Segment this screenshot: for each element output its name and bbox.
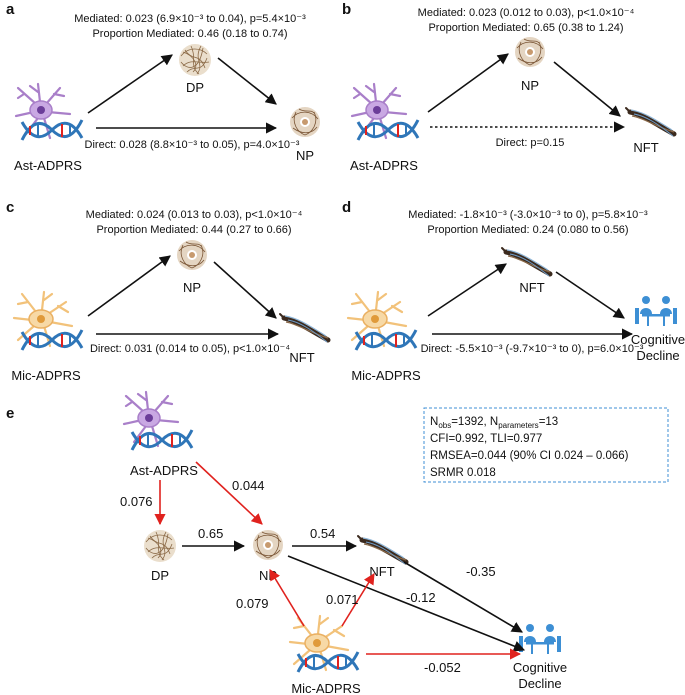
path-mic-to-nft [341, 573, 375, 627]
panel-d-outcome-line2: Decline [636, 348, 679, 363]
tangle-icon [502, 248, 550, 276]
dna-icon [20, 118, 84, 142]
sem-node-np: NP [259, 568, 277, 583]
sem-node-ast: Ast-ADPRS [130, 463, 198, 478]
panel-d-mediator: NFT [519, 280, 544, 295]
people-table-icon [634, 295, 678, 327]
panel-c-mediated: Mediated: 0.024 (0.013 to 0.03), p<1.0×1… [86, 209, 303, 221]
panel-d-mediated: Mediated: -1.8×10⁻³ (-3.0×10⁻³ to 0), p=… [408, 209, 648, 221]
neuritic-plaque-icon [514, 36, 546, 68]
coef-np-cog: -0.12 [406, 590, 436, 605]
sem-node-nft: NFT [369, 564, 394, 579]
sem-node-dp: DP [151, 568, 169, 583]
dna-icon [356, 118, 420, 142]
panel-c-outcome: NFT [289, 350, 314, 365]
panel-b-mediated: Mediated: 0.023 (0.012 to 0.03), p<1.0×1… [418, 7, 635, 19]
arrow-mic-to-nft [427, 263, 507, 317]
arrow-np-to-nft [553, 61, 621, 117]
coef-dp-np: 0.65 [198, 526, 223, 541]
panel-d-exposure: Mic-ADPRS [351, 368, 421, 383]
coef-np-nft: 0.54 [310, 526, 335, 541]
panel-a: a Mediated: 0.023 (6.9×10⁻³ to 0.04), p=… [6, 1, 321, 173]
dna-icon [354, 328, 418, 352]
arrow-ast-to-np [427, 53, 509, 113]
sem-node-mic: Mic-ADPRS [291, 681, 361, 695]
arrow-ast-to-dp [87, 54, 173, 114]
coef-nft-cog: -0.35 [466, 564, 496, 579]
microglia-neuron-icon [288, 614, 350, 672]
panel-b-proportion: Proportion Mediated: 0.65 (0.38 to 1.24) [428, 22, 623, 34]
astrocyte-neuron-icon [122, 390, 180, 448]
microglia-neuron-icon [12, 290, 74, 348]
tangle-icon [358, 536, 406, 564]
coef-mic-cog: -0.052 [424, 660, 461, 675]
panel-b-letter: b [342, 1, 351, 18]
panel-c-exposure: Mic-ADPRS [11, 368, 81, 383]
coef-mic-np: 0.079 [236, 596, 269, 611]
neuritic-plaque-icon [252, 529, 284, 561]
panel-d-letter: d [342, 199, 351, 216]
tangle-icon [626, 108, 674, 136]
arrow-mic-to-np [87, 255, 171, 317]
panel-c-direct: Direct: 0.031 (0.014 to 0.05), p<1.0×10⁻… [90, 343, 290, 355]
panel-b-mediator: NP [521, 78, 539, 93]
fit-srmr: SRMR 0.018 [430, 467, 496, 479]
panel-d: d Mediated: -1.8×10⁻³ (-3.0×10⁻³ to 0), … [342, 199, 685, 383]
microglia-neuron-icon [346, 290, 408, 348]
fit-nobs: Nobs=1392, Nparameters=13 [430, 416, 558, 430]
diffuse-plaque-icon [178, 43, 212, 77]
panel-a-exposure: Ast-ADPRS [14, 158, 82, 173]
panel-a-mediated: Mediated: 0.023 (6.9×10⁻³ to 0.04), p=5.… [74, 13, 306, 25]
arrow-nft-to-cog [555, 271, 625, 319]
diffuse-plaque-icon [143, 529, 177, 563]
path-mic-to-np [269, 569, 305, 627]
sem-node-cog-line2: Decline [518, 676, 561, 691]
panel-b: b Mediated: 0.023 (0.012 to 0.03), p<1.0… [342, 1, 674, 173]
panel-d-proportion: Proportion Mediated: 0.24 (0.080 to 0.56… [427, 224, 628, 236]
panel-b-exposure: Ast-ADPRS [350, 158, 418, 173]
panel-d-outcome-line1: Cognitive [631, 332, 685, 347]
neuritic-plaque-icon [176, 239, 208, 271]
panel-a-direct: Direct: 0.028 (8.8×10⁻³ to 0.05), p=4.0×… [85, 139, 300, 151]
panel-a-outcome: NP [296, 148, 314, 163]
panel-a-proportion: Proportion Mediated: 0.46 (0.18 to 0.74) [92, 28, 287, 40]
panel-b-direct: Direct: p=0.15 [496, 137, 565, 149]
panel-c: c Mediated: 0.024 (0.013 to 0.03), p<1.0… [6, 199, 328, 383]
fit-cfi-tli: CFI=0.992, TLI=0.977 [430, 433, 542, 445]
dna-icon [296, 650, 360, 674]
arrow-np-to-nft [213, 261, 277, 319]
panel-b-outcome: NFT [633, 140, 658, 155]
coef-ast-np: 0.044 [232, 478, 265, 493]
arrow-dp-to-np [217, 57, 277, 105]
path-nft-to-cog [403, 561, 523, 633]
fit-statistics-box: Nobs=1392, Nparameters=13 CFI=0.992, TLI… [423, 407, 669, 483]
tangle-icon [280, 314, 328, 342]
panel-c-mediator: NP [183, 280, 201, 295]
dna-icon [20, 328, 84, 352]
path-ast-to-np [195, 461, 263, 525]
panel-e-letter: e [6, 405, 14, 422]
path-np-to-cog [287, 555, 526, 652]
coef-mic-nft: 0.071 [326, 592, 359, 607]
panel-d-direct: Direct: -5.5×10⁻³ (-9.7×10⁻³ to 0), p=6.… [421, 343, 644, 355]
sem-node-cog-line1: Cognitive [513, 660, 567, 675]
coef-ast-dp: 0.076 [120, 494, 153, 509]
fit-rmsea: RMSEA=0.044 (90% CI 0.024 – 0.066) [430, 450, 629, 462]
panel-c-letter: c [6, 199, 14, 216]
people-table-icon [518, 623, 562, 655]
neuritic-plaque-icon [289, 106, 321, 138]
panel-a-mediator: DP [186, 80, 204, 95]
panel-a-letter: a [6, 1, 15, 18]
panel-e: e Nobs=1392, Nparameters=13 CFI=0.992, T… [6, 390, 669, 695]
panel-c-proportion: Proportion Mediated: 0.44 (0.27 to 0.66) [96, 224, 291, 236]
